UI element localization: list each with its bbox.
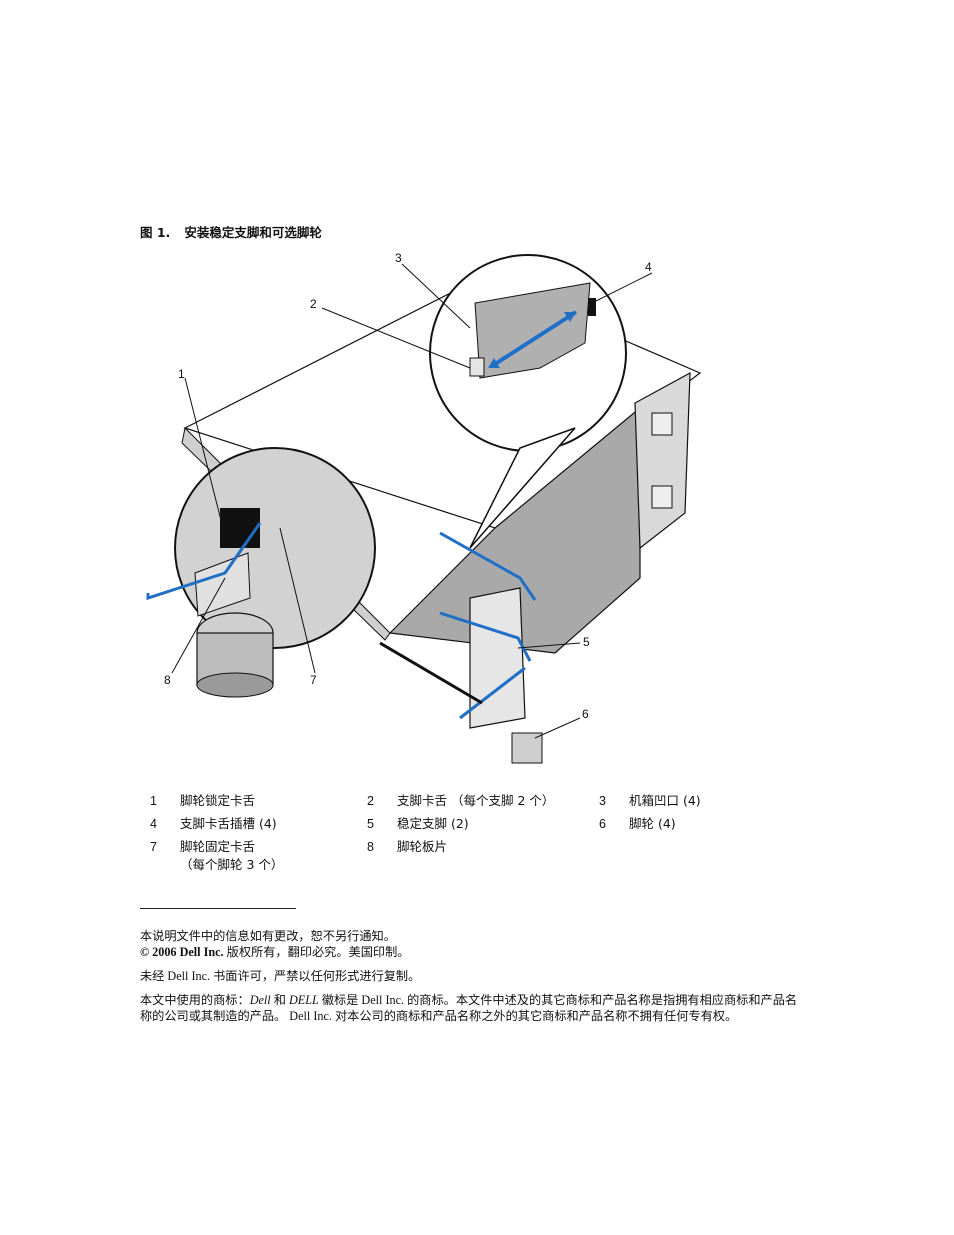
trademark-dell: Dell (249, 993, 271, 1007)
figure-number: 图 1. (140, 225, 171, 240)
notice-line: 本说明文件中的信息如有更改，恕不另行通知。 (140, 929, 396, 943)
copyright-rest: 版权所有，翻印必究。美国印制。 (223, 945, 410, 959)
legend-number: 6 (599, 817, 606, 831)
leader-2 (321, 307, 471, 369)
callout-1: 1 (178, 367, 185, 381)
callout-2: 2 (310, 297, 317, 311)
legend-item: 6 脚轮 (4) (599, 815, 676, 833)
legend-number: 2 (367, 794, 374, 808)
leader-7 (279, 527, 316, 674)
foot-latch (651, 412, 673, 436)
leader-5 (517, 642, 581, 649)
detail-circle-caster (174, 447, 376, 649)
footnote-rule (140, 908, 296, 909)
callout-5: 5 (583, 635, 590, 649)
legend-number: 7 (150, 840, 157, 854)
leader-3 (401, 263, 471, 329)
trademark-dell-logo: DELL (288, 993, 319, 1007)
legend-item: 5 稳定支脚 (2) (367, 815, 469, 833)
legend-label: 脚轮固定卡舌 （每个脚轮 3 个） (180, 839, 284, 872)
arrow-caster (146, 522, 262, 601)
trademark-text: 本文中使用的商标： (140, 993, 250, 1007)
tab-slot (588, 298, 596, 316)
legend-number: 8 (367, 840, 374, 854)
leader-4 (591, 272, 653, 304)
leader-line (379, 641, 483, 705)
legend-item: 3 机箱凹口 (4) (599, 792, 701, 810)
arrow-head (488, 358, 500, 368)
figure-caption: 安装稳定支脚和可选脚轮 (184, 225, 322, 240)
leader-8 (171, 577, 226, 674)
reproduction-notice: 未经 Dell Inc. 书面许可，严禁以任何形式进行复制。 (140, 969, 421, 983)
legend-label: 脚轮锁定卡舌 (180, 793, 256, 808)
legend-item: 1 脚轮锁定卡舌 (150, 792, 255, 810)
chassis-side-panel (388, 406, 641, 654)
legend-label: 机箱凹口 (4) (629, 793, 701, 808)
trademark-text: 徽标是 Dell Inc. 的商标。本文件中述及的其它商标和产品名称是指拥有相应… (318, 993, 798, 1007)
stabilizer-foot (469, 587, 526, 729)
arrow-head (564, 312, 576, 322)
arrow-foot-upper (439, 531, 537, 601)
figure-title: 图 1. 安装稳定支脚和可选脚轮 (140, 222, 322, 241)
legend-item: 2 支脚卡舌 （每个支脚 2 个） (367, 792, 554, 810)
foot-latch (651, 485, 673, 509)
legend-label: 脚轮 (4) (629, 816, 676, 831)
chassis-notch (469, 357, 485, 377)
legend-number: 3 (599, 794, 606, 808)
copyright-holder: © 2006 Dell Inc. (140, 945, 224, 959)
trademark-line-2: 称的公司或其制造的产品。 Dell Inc. 对本公司的商标和产品名称之外的其它… (140, 1009, 738, 1023)
leader-1 (184, 377, 229, 549)
arrow-foot-bottom (459, 666, 526, 720)
installation-figure: 3 2 4 1 5 6 7 8 (140, 248, 780, 788)
callout-8: 8 (164, 673, 171, 687)
leader-6 (534, 717, 581, 739)
callout-6: 6 (582, 707, 589, 721)
caster-bottom (196, 672, 274, 698)
caster-plate (194, 552, 251, 617)
installed-stabilizer-foot (634, 371, 691, 550)
trademark-line: 本文中使用的商标：Dell 和 DELL 徽标是 Dell Inc. 的商标。本… (140, 992, 830, 1008)
legend-number: 1 (150, 794, 157, 808)
legend-item: 8 脚轮板片 (367, 838, 447, 856)
legend-number: 5 (367, 817, 374, 831)
legend-item: 7 脚轮固定卡舌 （每个脚轮 3 个） (150, 838, 283, 874)
legal-footer: 本说明文件中的信息如有更改，恕不另行通知。 © 2006 Dell Inc. 版… (140, 928, 830, 1024)
callout-3: 3 (395, 251, 402, 265)
detail-pointer-top (469, 427, 576, 549)
legend-label: 稳定支脚 (2) (397, 816, 469, 831)
small-caster (511, 732, 543, 764)
installation-illustration: 3 2 4 1 5 6 7 8 (146, 251, 702, 764)
trademark-text: 和 (270, 993, 289, 1007)
arrow-foot-lower (439, 611, 532, 662)
legend-label: 支脚卡舌插槽 (4) (180, 816, 277, 831)
callout-7: 7 (310, 673, 317, 687)
legend-item: 4 支脚卡舌插槽 (4) (150, 815, 277, 833)
legend-label: 脚轮板片 (397, 839, 448, 854)
copyright-line: © 2006 Dell Inc. 版权所有，翻印必究。美国印制。 (140, 944, 830, 960)
legend-label: 支脚卡舌 （每个支脚 2 个） (397, 793, 555, 808)
callout-4: 4 (645, 260, 652, 274)
legend-number: 4 (150, 817, 157, 831)
arrow-notch-to-slot (490, 310, 578, 368)
